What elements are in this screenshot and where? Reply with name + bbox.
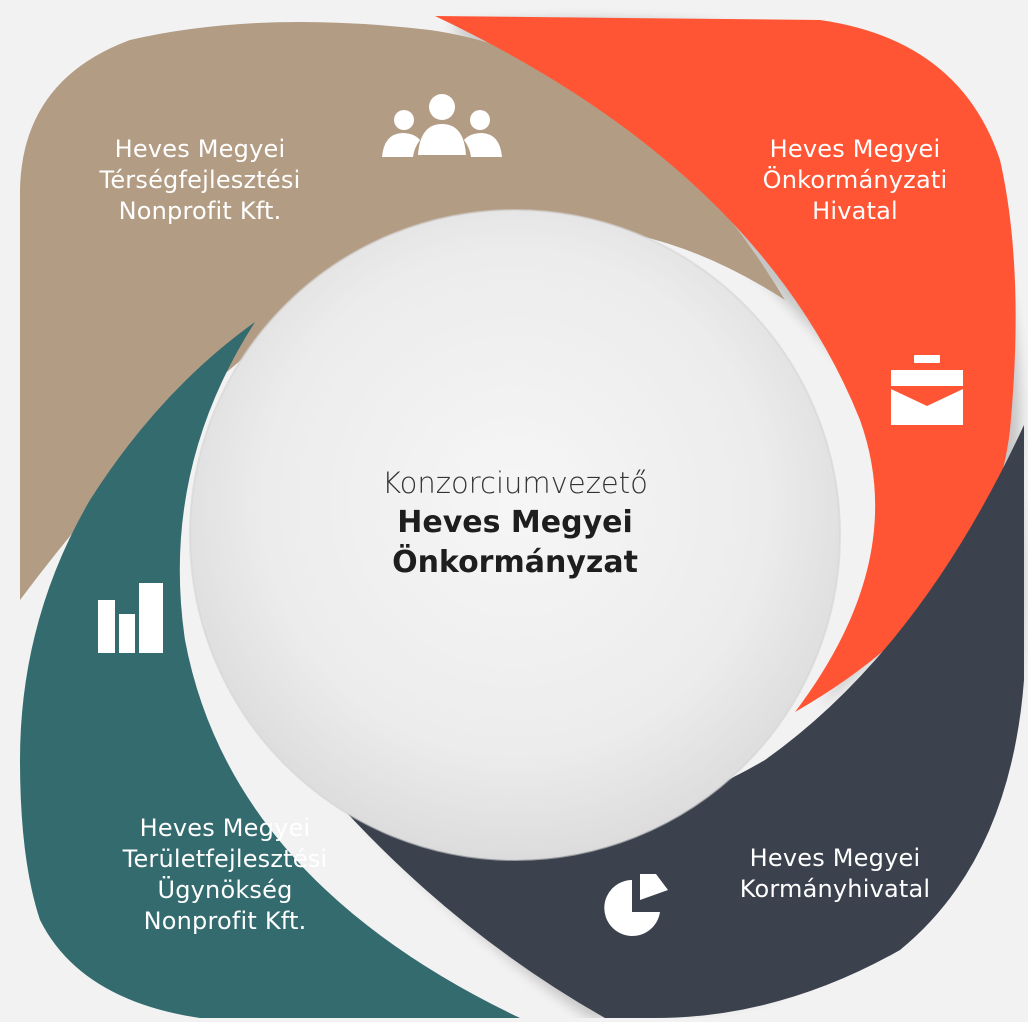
label-line: Kormányhivatal	[739, 875, 931, 903]
segment-orange-label: Heves Megyei Önkormányzati Hivatal	[710, 134, 1000, 227]
label-line: Hivatal	[812, 197, 898, 225]
segment-tan	[20, 22, 785, 600]
briefcase-icon	[891, 355, 963, 425]
center-role: Konzorciumvezető	[382, 466, 648, 500]
center-text: Konzorciumvezető Heves Megyei Önkormányz…	[280, 463, 750, 583]
label-line: Térségfejlesztési	[99, 166, 301, 194]
label-line: Ügynökség	[157, 876, 293, 904]
center-circle	[190, 210, 840, 860]
label-line: Heves Megyei	[749, 844, 921, 872]
label-line: Területfejlesztési	[122, 845, 328, 873]
people-group-icon	[382, 94, 502, 157]
pie-chart-icon	[604, 874, 668, 936]
label-line: Heves Megyei	[114, 135, 286, 163]
segment-tan-label: Heves Megyei Térségfejlesztési Nonprofit…	[70, 134, 330, 227]
label-line: Nonprofit Kft.	[118, 197, 282, 225]
segment-teal-label: Heves Megyei Területfejlesztési Ügynöksé…	[75, 813, 375, 937]
center-name-line: Önkormányzat	[392, 545, 638, 580]
center-name-line: Heves Megyei	[397, 505, 633, 540]
segment-navy	[328, 425, 1024, 1018]
label-line: Heves Megyei	[139, 814, 311, 842]
segment-navy-label: Heves Megyei Kormányhivatal	[690, 843, 980, 905]
label-line: Nonprofit Kft.	[143, 907, 307, 935]
bar-chart-icon	[98, 583, 163, 653]
label-line: Heves Megyei	[769, 135, 941, 163]
segment-orange	[435, 16, 1016, 712]
segment-teal	[20, 322, 520, 1018]
label-line: Önkormányzati	[762, 166, 948, 194]
